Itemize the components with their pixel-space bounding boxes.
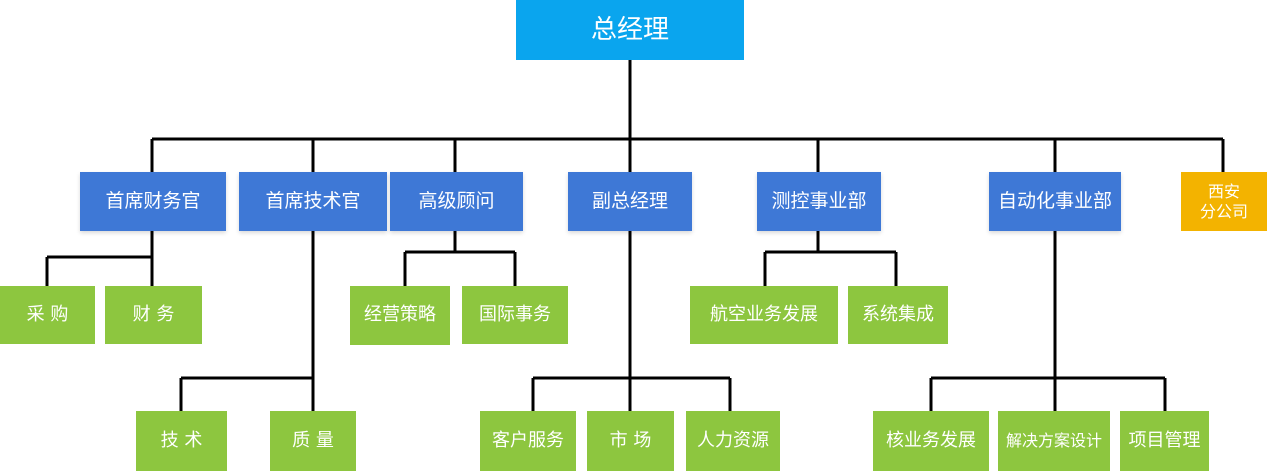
technology-node: 技 术 xyxy=(136,411,227,471)
solution-design-node: 解决方案设计 xyxy=(998,411,1110,471)
system-integration-node: 系统集成 xyxy=(848,286,948,344)
procurement-node: 采 购 xyxy=(0,286,95,344)
human-resources-node: 人力资源 xyxy=(686,411,780,471)
cfo-node: 首席财务官 xyxy=(80,172,226,231)
market-node: 市 场 xyxy=(587,411,674,471)
xian-branch-node: 西安 分公司 xyxy=(1181,172,1267,231)
project-management-node: 项目管理 xyxy=(1120,411,1209,471)
business-strategy-node: 经营策略 xyxy=(350,286,450,345)
deputy-gm-node: 副总经理 xyxy=(568,172,692,231)
customer-service-node: 客户服务 xyxy=(480,411,576,471)
cto-node: 首席技术官 xyxy=(239,172,387,231)
quality-node: 质 量 xyxy=(270,411,356,471)
nuclear-business-node: 核业务发展 xyxy=(873,411,989,471)
senior-advisor-node: 高级顾问 xyxy=(390,172,523,231)
automation-dept-node: 自动化事业部 xyxy=(989,172,1121,231)
general-manager-node: 总经理 xyxy=(516,0,744,60)
aviation-business-node: 航空业务发展 xyxy=(690,286,838,344)
measurement-control-dept-node: 测控事业部 xyxy=(757,172,881,231)
international-affairs-node: 国际事务 xyxy=(462,286,568,344)
finance-node: 财 务 xyxy=(105,286,202,344)
